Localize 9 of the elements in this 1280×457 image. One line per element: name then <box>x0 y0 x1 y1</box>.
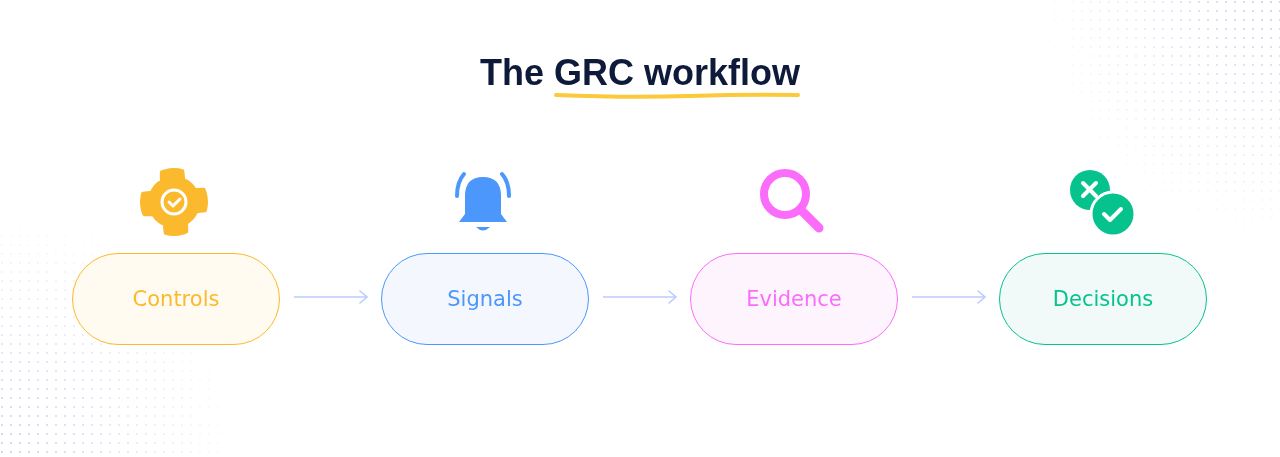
arrow <box>602 290 677 304</box>
stage-pill <box>72 253 280 345</box>
arrow <box>911 290 986 304</box>
stage-label: Controls <box>132 287 220 311</box>
stage-label: Signals <box>447 287 523 311</box>
stage-label: Evidence <box>746 287 842 311</box>
arrow <box>293 290 368 304</box>
stage-label: Decisions <box>1052 287 1154 311</box>
title: The GRC workflow <box>480 52 800 93</box>
